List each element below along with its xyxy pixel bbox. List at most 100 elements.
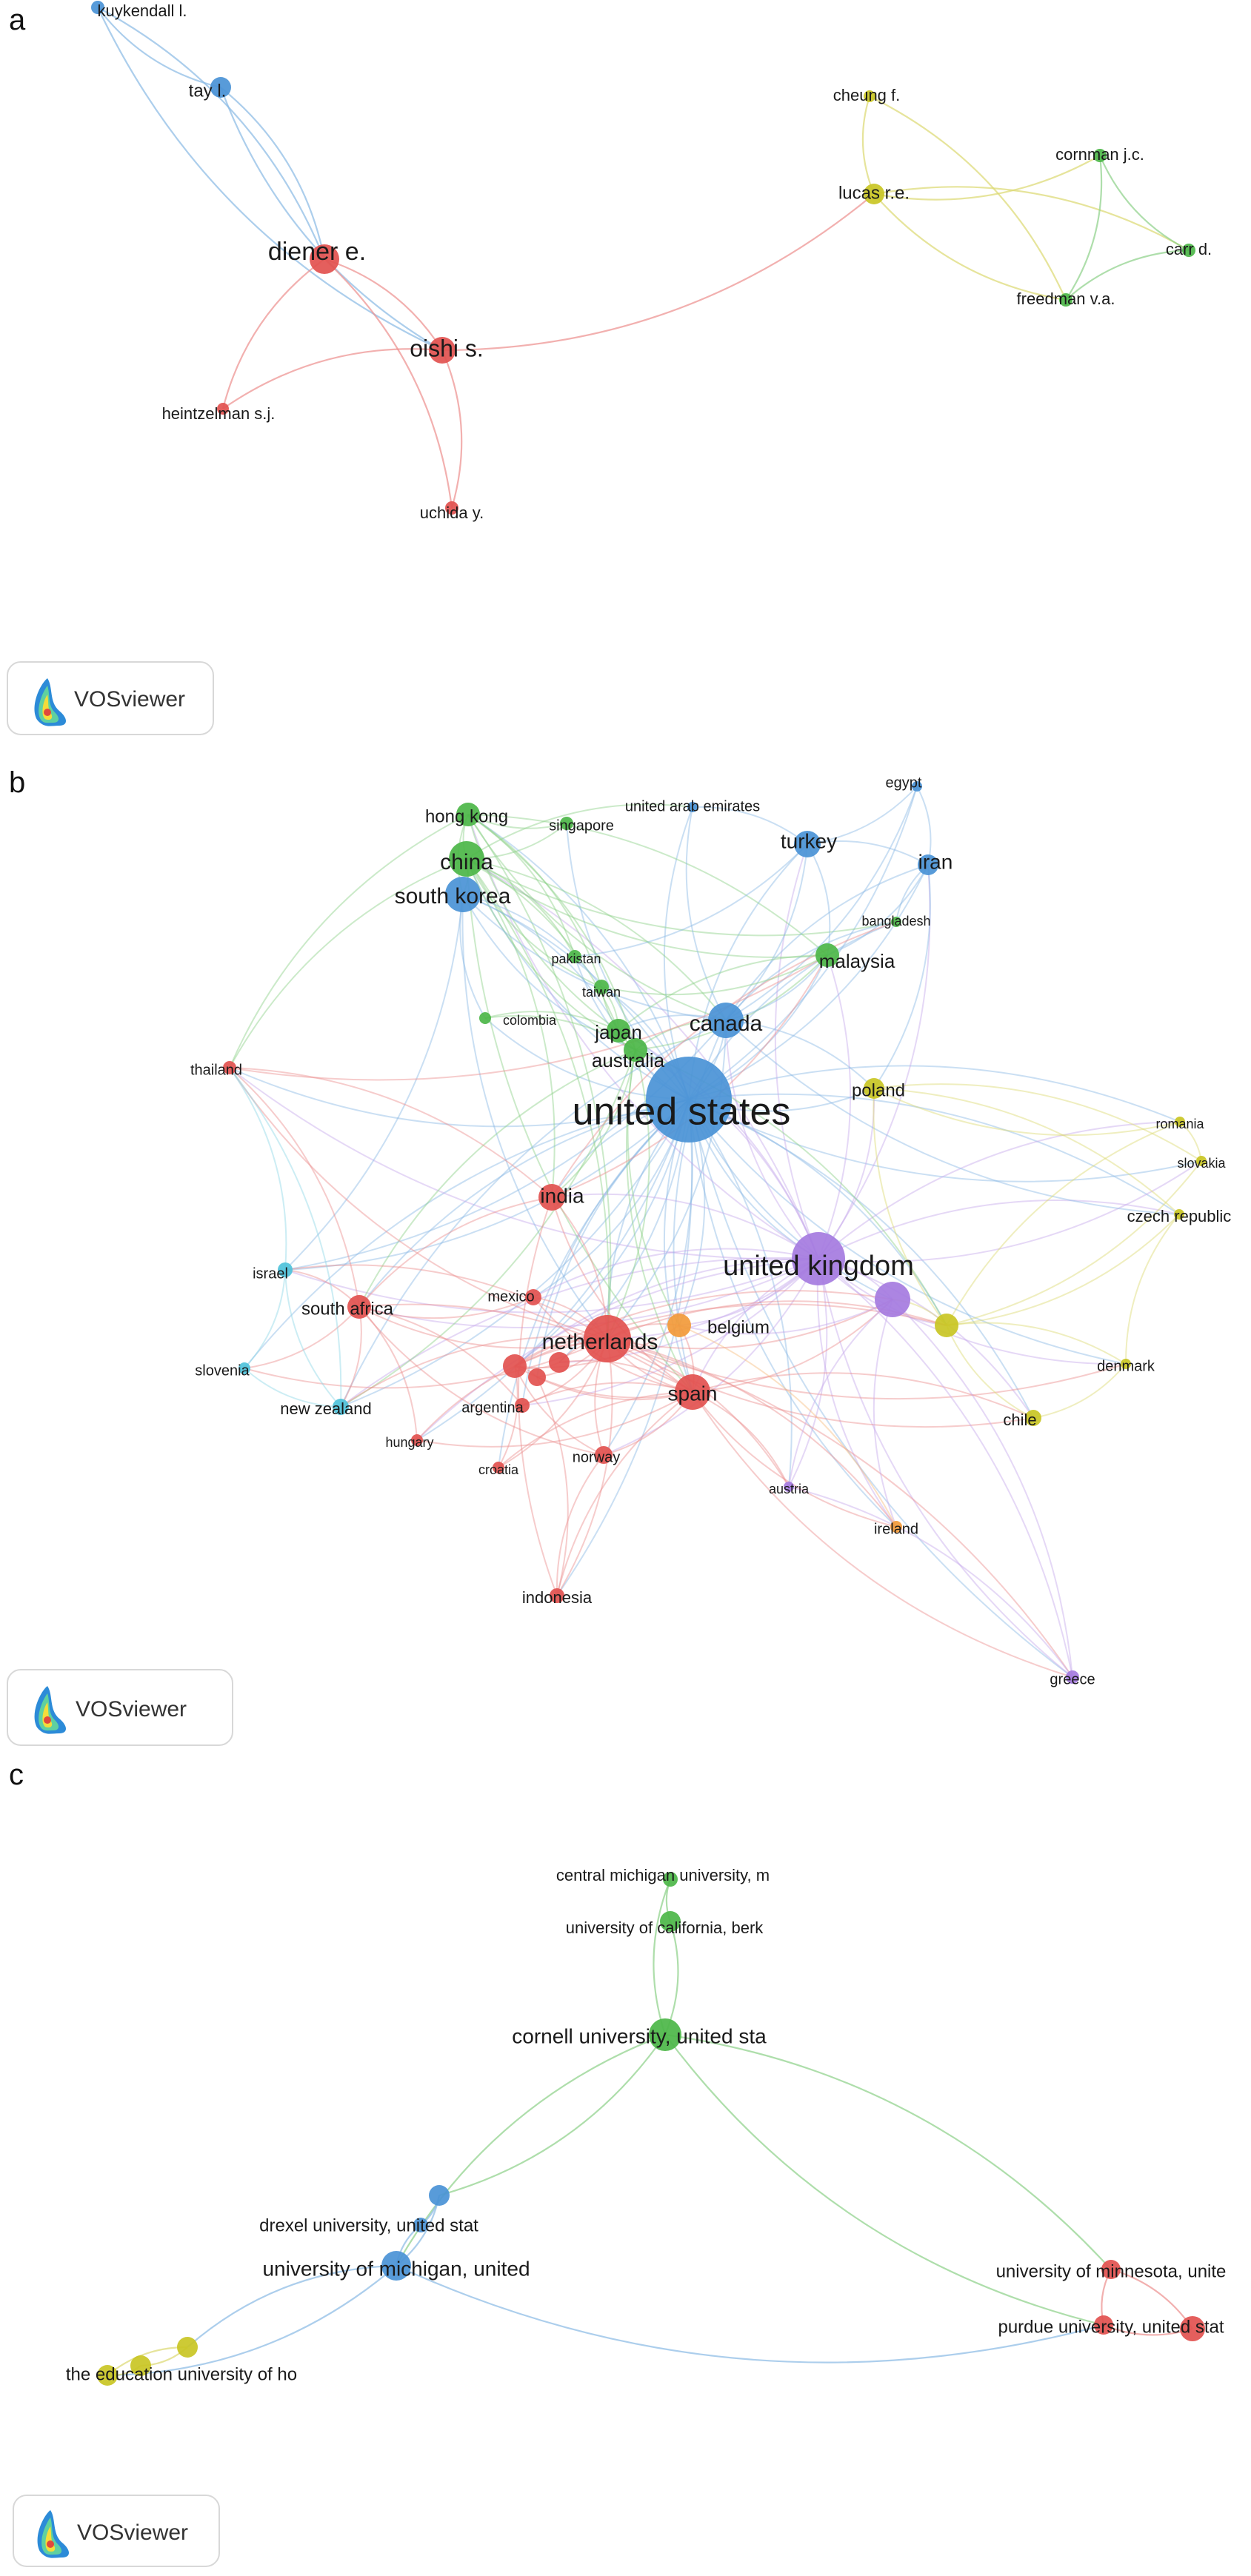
node-lucas-r-e[interactable] (864, 184, 884, 204)
node-indonesia[interactable] (550, 1588, 564, 1603)
edge-fr-at (788, 1299, 893, 1488)
node-japan[interactable] (607, 1019, 630, 1043)
node-spain[interactable] (675, 1374, 710, 1410)
label-greece: greece (1050, 1671, 1095, 1687)
node-university-of-california-berk[interactable] (660, 1911, 681, 1932)
node-b1[interactable] (429, 2185, 450, 2206)
edge-sw-svk (946, 1160, 1202, 1326)
node-thailand[interactable] (223, 1061, 236, 1074)
node-heintzelman-s-j[interactable] (217, 403, 229, 415)
edge-nl-za (358, 1306, 608, 1349)
node-oishi-s[interactable] (429, 337, 456, 364)
node-mexico[interactable] (525, 1289, 541, 1305)
node-canada[interactable] (708, 1003, 744, 1038)
node-austria[interactable] (784, 1482, 794, 1492)
vosviewer-logo-icon (37, 2510, 69, 2558)
panel-b-edges (229, 786, 1202, 1678)
node-israel[interactable] (278, 1262, 293, 1277)
label-tay-l: tay l. (189, 81, 227, 101)
label-new-zealand: new zealand (280, 1399, 372, 1418)
edge-us-il (284, 1099, 690, 1271)
node-india[interactable] (538, 1184, 565, 1211)
panel-a-edges (97, 7, 1190, 509)
node-south-korea[interactable] (445, 877, 481, 912)
node-cheung-f[interactable] (864, 90, 875, 102)
node-netherlands[interactable] (584, 1315, 631, 1362)
node-australia[interactable] (624, 1038, 647, 1062)
node-drexel-university-united-stat[interactable] (413, 2218, 428, 2232)
node-china[interactable] (449, 841, 484, 877)
node-united-kingdom[interactable] (792, 1232, 845, 1285)
node-y2[interactable] (130, 2355, 151, 2376)
node-diener-e[interactable] (310, 244, 339, 274)
edge-ge-hr (498, 1365, 518, 1468)
node-university-of-michigan-united[interactable] (381, 2251, 411, 2281)
node-purdue-university-united-stat[interactable] (1094, 2315, 1113, 2335)
node-turkey[interactable] (794, 831, 821, 857)
node-denmark[interactable] (1121, 1359, 1131, 1369)
edge-nl-at (607, 1338, 790, 1488)
node-ireland[interactable] (890, 1521, 902, 1533)
node-malaysia[interactable] (815, 943, 839, 967)
node-the-education-university-of-ho[interactable] (97, 2365, 118, 2386)
node-iran[interactable] (918, 854, 938, 875)
edge-cornman-freedman (1065, 155, 1103, 301)
node-cornman-j-c[interactable] (1093, 149, 1107, 162)
edge-lucas-cheung (861, 96, 875, 195)
node-pt[interactable] (528, 1368, 546, 1386)
edge-hk-nl (467, 814, 612, 1339)
node-poland[interactable] (864, 1078, 884, 1099)
node-united-states[interactable] (646, 1057, 732, 1143)
panel-a-nodes (91, 1, 1195, 515)
node-egypt[interactable] (912, 781, 922, 792)
node-y1[interactable] (177, 2337, 198, 2358)
node-chile[interactable] (1025, 1410, 1041, 1426)
node-slovakia[interactable] (1196, 1156, 1207, 1166)
node-argentina[interactable] (515, 1398, 530, 1413)
node-central-michigan-university-m[interactable] (663, 1872, 678, 1887)
node-carr-d[interactable] (1182, 244, 1195, 257)
edge-nl-dk (607, 1338, 1127, 1400)
node-it[interactable] (549, 1352, 570, 1373)
node-norway[interactable] (595, 1446, 613, 1464)
node-sw[interactable] (935, 1314, 958, 1337)
node-united-arab-emirates[interactable] (687, 802, 698, 812)
node-colombia[interactable] (479, 1012, 491, 1024)
edge-ca-bd (725, 921, 897, 1021)
node-fr[interactable] (875, 1282, 910, 1317)
node-kuykendall-l[interactable] (91, 1, 104, 14)
panel-a-vosviewer-badge: VOSviewer (7, 661, 214, 735)
label-colombia: colombia (503, 1013, 557, 1028)
node-new-zealand[interactable] (333, 1399, 349, 1415)
edge-us-dk (688, 1099, 1127, 1365)
node-slovenia[interactable] (238, 1362, 250, 1374)
node-bangladesh[interactable] (891, 917, 901, 927)
node-hungary[interactable] (411, 1434, 423, 1446)
edge-china-jp (466, 858, 619, 1031)
node-romania[interactable] (1175, 1117, 1185, 1127)
node-croatia[interactable] (493, 1462, 504, 1473)
node-singapore[interactable] (560, 817, 573, 830)
node-hong-kong[interactable] (456, 803, 480, 826)
node-ge[interactable] (503, 1354, 527, 1378)
node-taiwan[interactable] (594, 980, 609, 994)
node-cornell-university-united-sta[interactable] (649, 2018, 681, 2051)
node-belgium[interactable] (667, 1314, 691, 1337)
node-r3[interactable] (1180, 2316, 1205, 2341)
node-university-of-minnesota-unite[interactable] (1101, 2260, 1121, 2279)
node-uchida-y[interactable] (445, 501, 458, 515)
edge-tay-diener (220, 87, 326, 260)
edge-uk-dk (818, 1258, 1127, 1365)
edge-sw-pl (873, 1088, 947, 1326)
node-pakistan[interactable] (568, 950, 581, 963)
label-indonesia: indonesia (522, 1588, 593, 1607)
node-tay-l[interactable] (210, 77, 231, 98)
node-freedman-v-a[interactable] (1059, 293, 1072, 307)
node-greece[interactable] (1066, 1670, 1079, 1684)
node-south-africa[interactable] (347, 1295, 371, 1319)
edge-china-nl (466, 858, 610, 1339)
edge-lucas-carr (873, 186, 1190, 251)
node-czech-republic[interactable] (1174, 1209, 1184, 1220)
label-canada: canada (690, 1011, 763, 1036)
